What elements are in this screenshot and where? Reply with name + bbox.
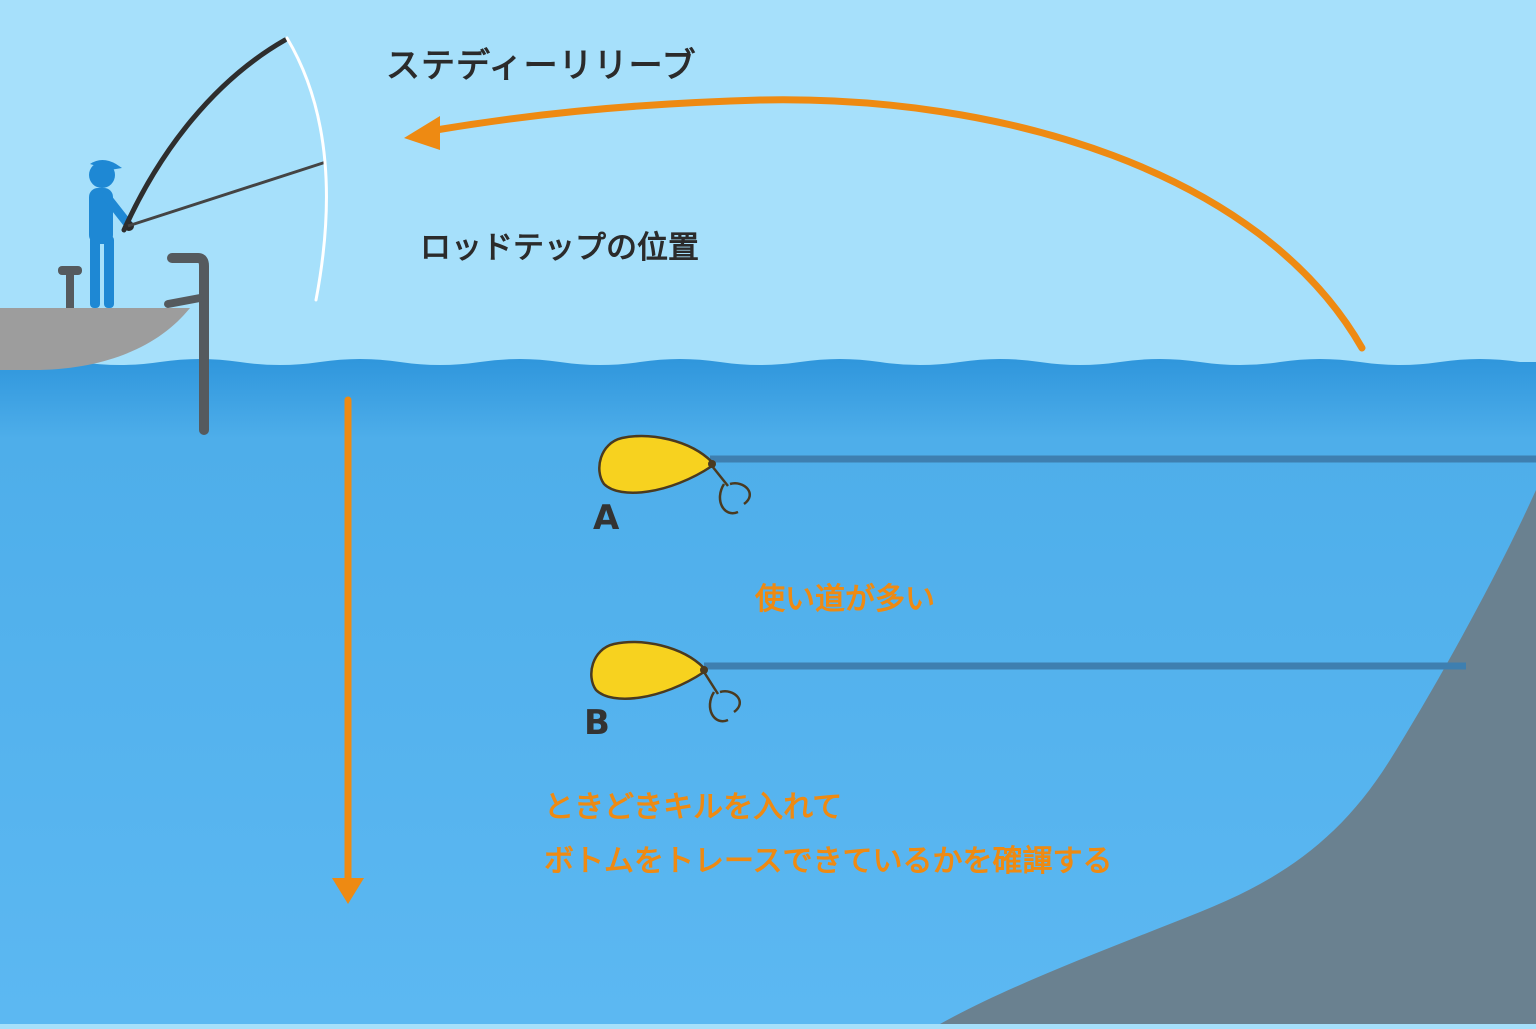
versatile-label: 使い道が多い [755, 582, 935, 617]
sky [0, 0, 1536, 380]
fishing-line [127, 160, 327, 228]
treble-hook-icon [718, 483, 739, 515]
note-line-2: ボトムをトレースできているかを確諢する [544, 844, 1113, 879]
lure-a-label: A [593, 498, 620, 538]
depth-arrow-head [332, 878, 364, 904]
rod-tip-arc [285, 36, 329, 302]
note-line-1: ときどきキルを入れて [544, 790, 843, 825]
bottom-slope [940, 490, 1536, 1024]
lure-b-icon [590, 640, 741, 723]
retrieve-arrow [432, 96, 1366, 352]
water-body [0, 359, 1536, 1024]
fishing-rod [121, 37, 288, 233]
retrieve-arrow-head [404, 116, 440, 150]
rod-tip-label: ロッドテップの位置 [420, 230, 699, 266]
angler-icon [89, 160, 134, 308]
treble-hook-icon [708, 691, 729, 723]
retrieve-title: ステディーリリーブ [386, 46, 697, 86]
lure-a-icon [598, 434, 751, 515]
lure-b-label: B [584, 703, 610, 743]
boat-icon [0, 253, 209, 435]
